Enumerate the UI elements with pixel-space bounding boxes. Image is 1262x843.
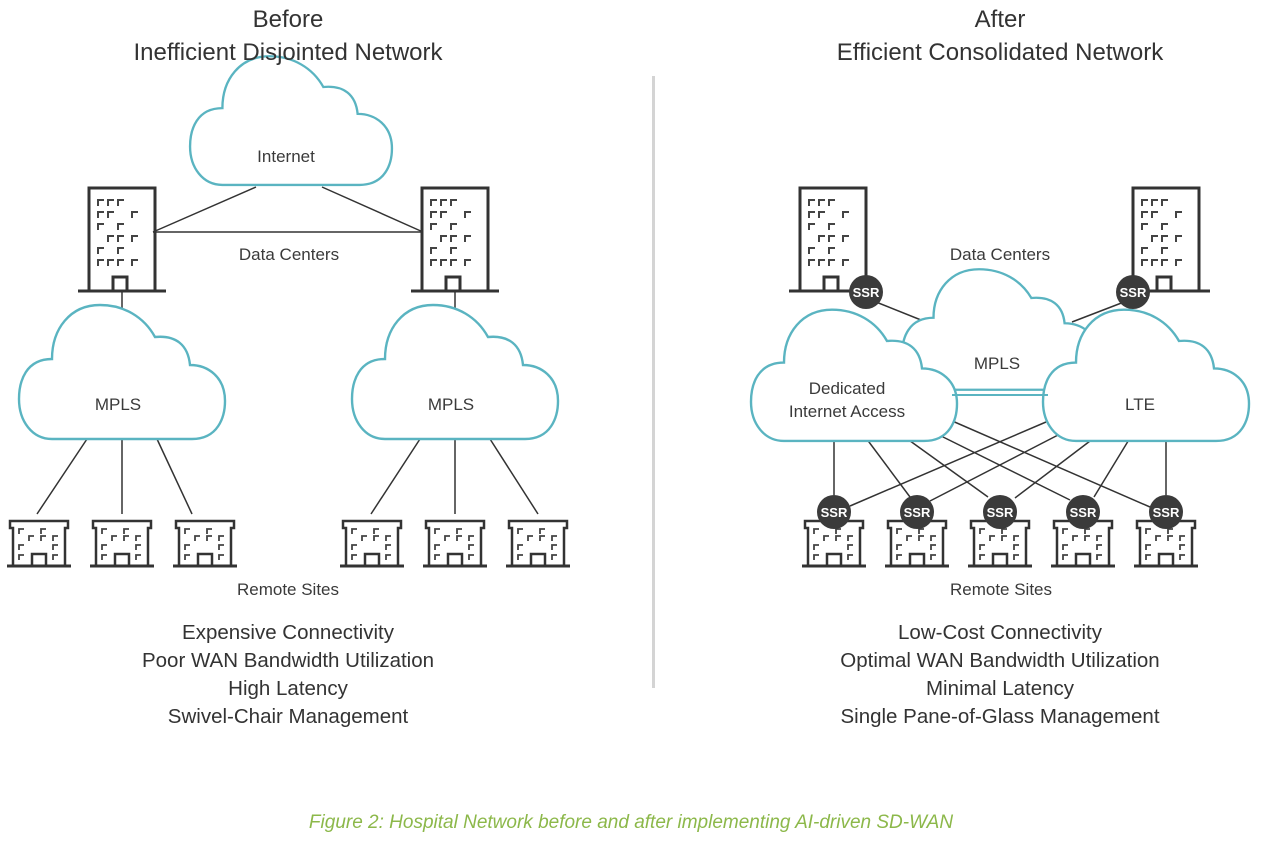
after-outcome-item: Single Pane-of-Glass Management <box>840 705 1160 728</box>
line-lte-to-site-2 <box>929 433 1061 502</box>
before-data-centers-label: Data Centers <box>239 245 339 264</box>
cloud-lte-label: LTE <box>1125 395 1155 414</box>
cloud-mpls-left-label: MPLS <box>95 395 141 414</box>
before-outcomes-list: Expensive Connectivity Poor WAN Bandwidt… <box>88 619 488 731</box>
ssr-label: SSR <box>904 505 931 520</box>
ssr-badge-site-5: SSR <box>1149 495 1183 529</box>
ssr-badge-site-1: SSR <box>817 495 851 529</box>
ssr-router-icon <box>1149 495 1183 529</box>
ssr-label: SSR <box>1120 285 1147 300</box>
cloud-mpls-right <box>350 303 560 441</box>
ssr-router-icon <box>1116 275 1150 309</box>
ssr-router-icon <box>849 275 883 309</box>
ssr-label: SSR <box>1153 505 1180 520</box>
figure-caption: Figure 2: Hospital Network before and af… <box>308 812 954 833</box>
after-remote-sites-label: Remote Sites <box>950 580 1052 599</box>
ssr-router-icon <box>817 495 851 529</box>
line-mpls-right-to-site-3 <box>489 438 539 515</box>
line-mpls-left-to-site-1 <box>36 438 88 515</box>
ssr-badge-dc-left: SSR <box>849 275 883 309</box>
data-center-building-right-icon <box>409 186 501 293</box>
ssr-badge-dc-right: SSR <box>1116 275 1150 309</box>
before-remote-sites <box>5 519 572 568</box>
ssr-router-icon <box>983 495 1017 529</box>
ssr-badge-site-3: SSR <box>983 495 1017 529</box>
after-outcome-item: Optimal WAN Bandwidth Utilization <box>840 649 1160 672</box>
remote-site-building-icon <box>421 519 489 568</box>
after-heading: After <box>974 6 1026 33</box>
before-heading: Before <box>252 6 324 33</box>
after-data-centers-label: Data Centers <box>950 245 1050 264</box>
ssr-label: SSR <box>821 505 848 520</box>
before-title: Before Inefficient Disjointed Network <box>88 3 488 69</box>
after-connection-lines <box>833 301 1167 508</box>
line-mpls-left-to-site-3 <box>156 438 193 515</box>
after-title: After Efficient Consolidated Network <box>800 3 1200 69</box>
line-dia-to-site-2 <box>865 437 911 498</box>
before-outcome-item: Swivel-Chair Management <box>167 705 409 728</box>
data-center-building-left-icon <box>76 186 168 293</box>
line-ssr-dc-right-to-mpls <box>1071 301 1125 323</box>
cloud-mpls-right-label: MPLS <box>428 395 474 414</box>
before-outcome-item: High Latency <box>228 677 348 700</box>
after-outcome-item: Low-Cost Connectivity <box>898 621 1102 644</box>
line-lte-to-site-3 <box>1014 437 1095 499</box>
line-lte-to-site-4 <box>1093 437 1131 498</box>
ssr-router-icon <box>1066 495 1100 529</box>
line-internet-to-dc-right <box>321 186 424 233</box>
ssr-badge-site-2: SSR <box>900 495 934 529</box>
line-dia-to-site-3 <box>905 437 989 498</box>
line-internet-to-dc-left <box>152 186 257 233</box>
cloud-mpls-label: MPLS <box>974 354 1020 373</box>
ssr-label: SSR <box>1070 505 1097 520</box>
before-remote-sites-label: Remote Sites <box>237 580 339 599</box>
remote-site-building-icon <box>171 519 239 568</box>
ssr-router-icon <box>900 495 934 529</box>
after-outcome-item: Minimal Latency <box>925 677 1075 700</box>
cloud-internet-label: Internet <box>257 147 315 166</box>
remote-site-building-icon <box>88 519 156 568</box>
line-dia-to-site-5 <box>949 419 1151 508</box>
before-outcome-item: Expensive Connectivity <box>182 621 394 644</box>
before-subheading: Inefficient Disjointed Network <box>133 39 443 66</box>
line-dia-to-site-4 <box>934 432 1071 501</box>
remote-site-building-icon <box>338 519 406 568</box>
cloud-dia-label-line1: Dedicated <box>809 379 886 398</box>
ssr-label: SSR <box>853 285 880 300</box>
section-divider <box>652 76 655 688</box>
after-outcomes-list: Low-Cost Connectivity Optimal WAN Bandwi… <box>800 619 1200 731</box>
after-subheading: Efficient Consolidated Network <box>836 39 1164 66</box>
remote-site-building-icon <box>5 519 73 568</box>
cloud-mpls-left <box>17 303 227 441</box>
ssr-label: SSR <box>987 505 1014 520</box>
before-outcome-item: Poor WAN Bandwidth Utilization <box>141 649 435 672</box>
ssr-badge-site-4: SSR <box>1066 495 1100 529</box>
line-mpls-right-to-site-1 <box>370 438 421 515</box>
remote-site-building-icon <box>504 519 572 568</box>
cloud-dia-label-line2: Internet Access <box>789 402 905 421</box>
line-lte-to-site-1 <box>849 421 1047 507</box>
